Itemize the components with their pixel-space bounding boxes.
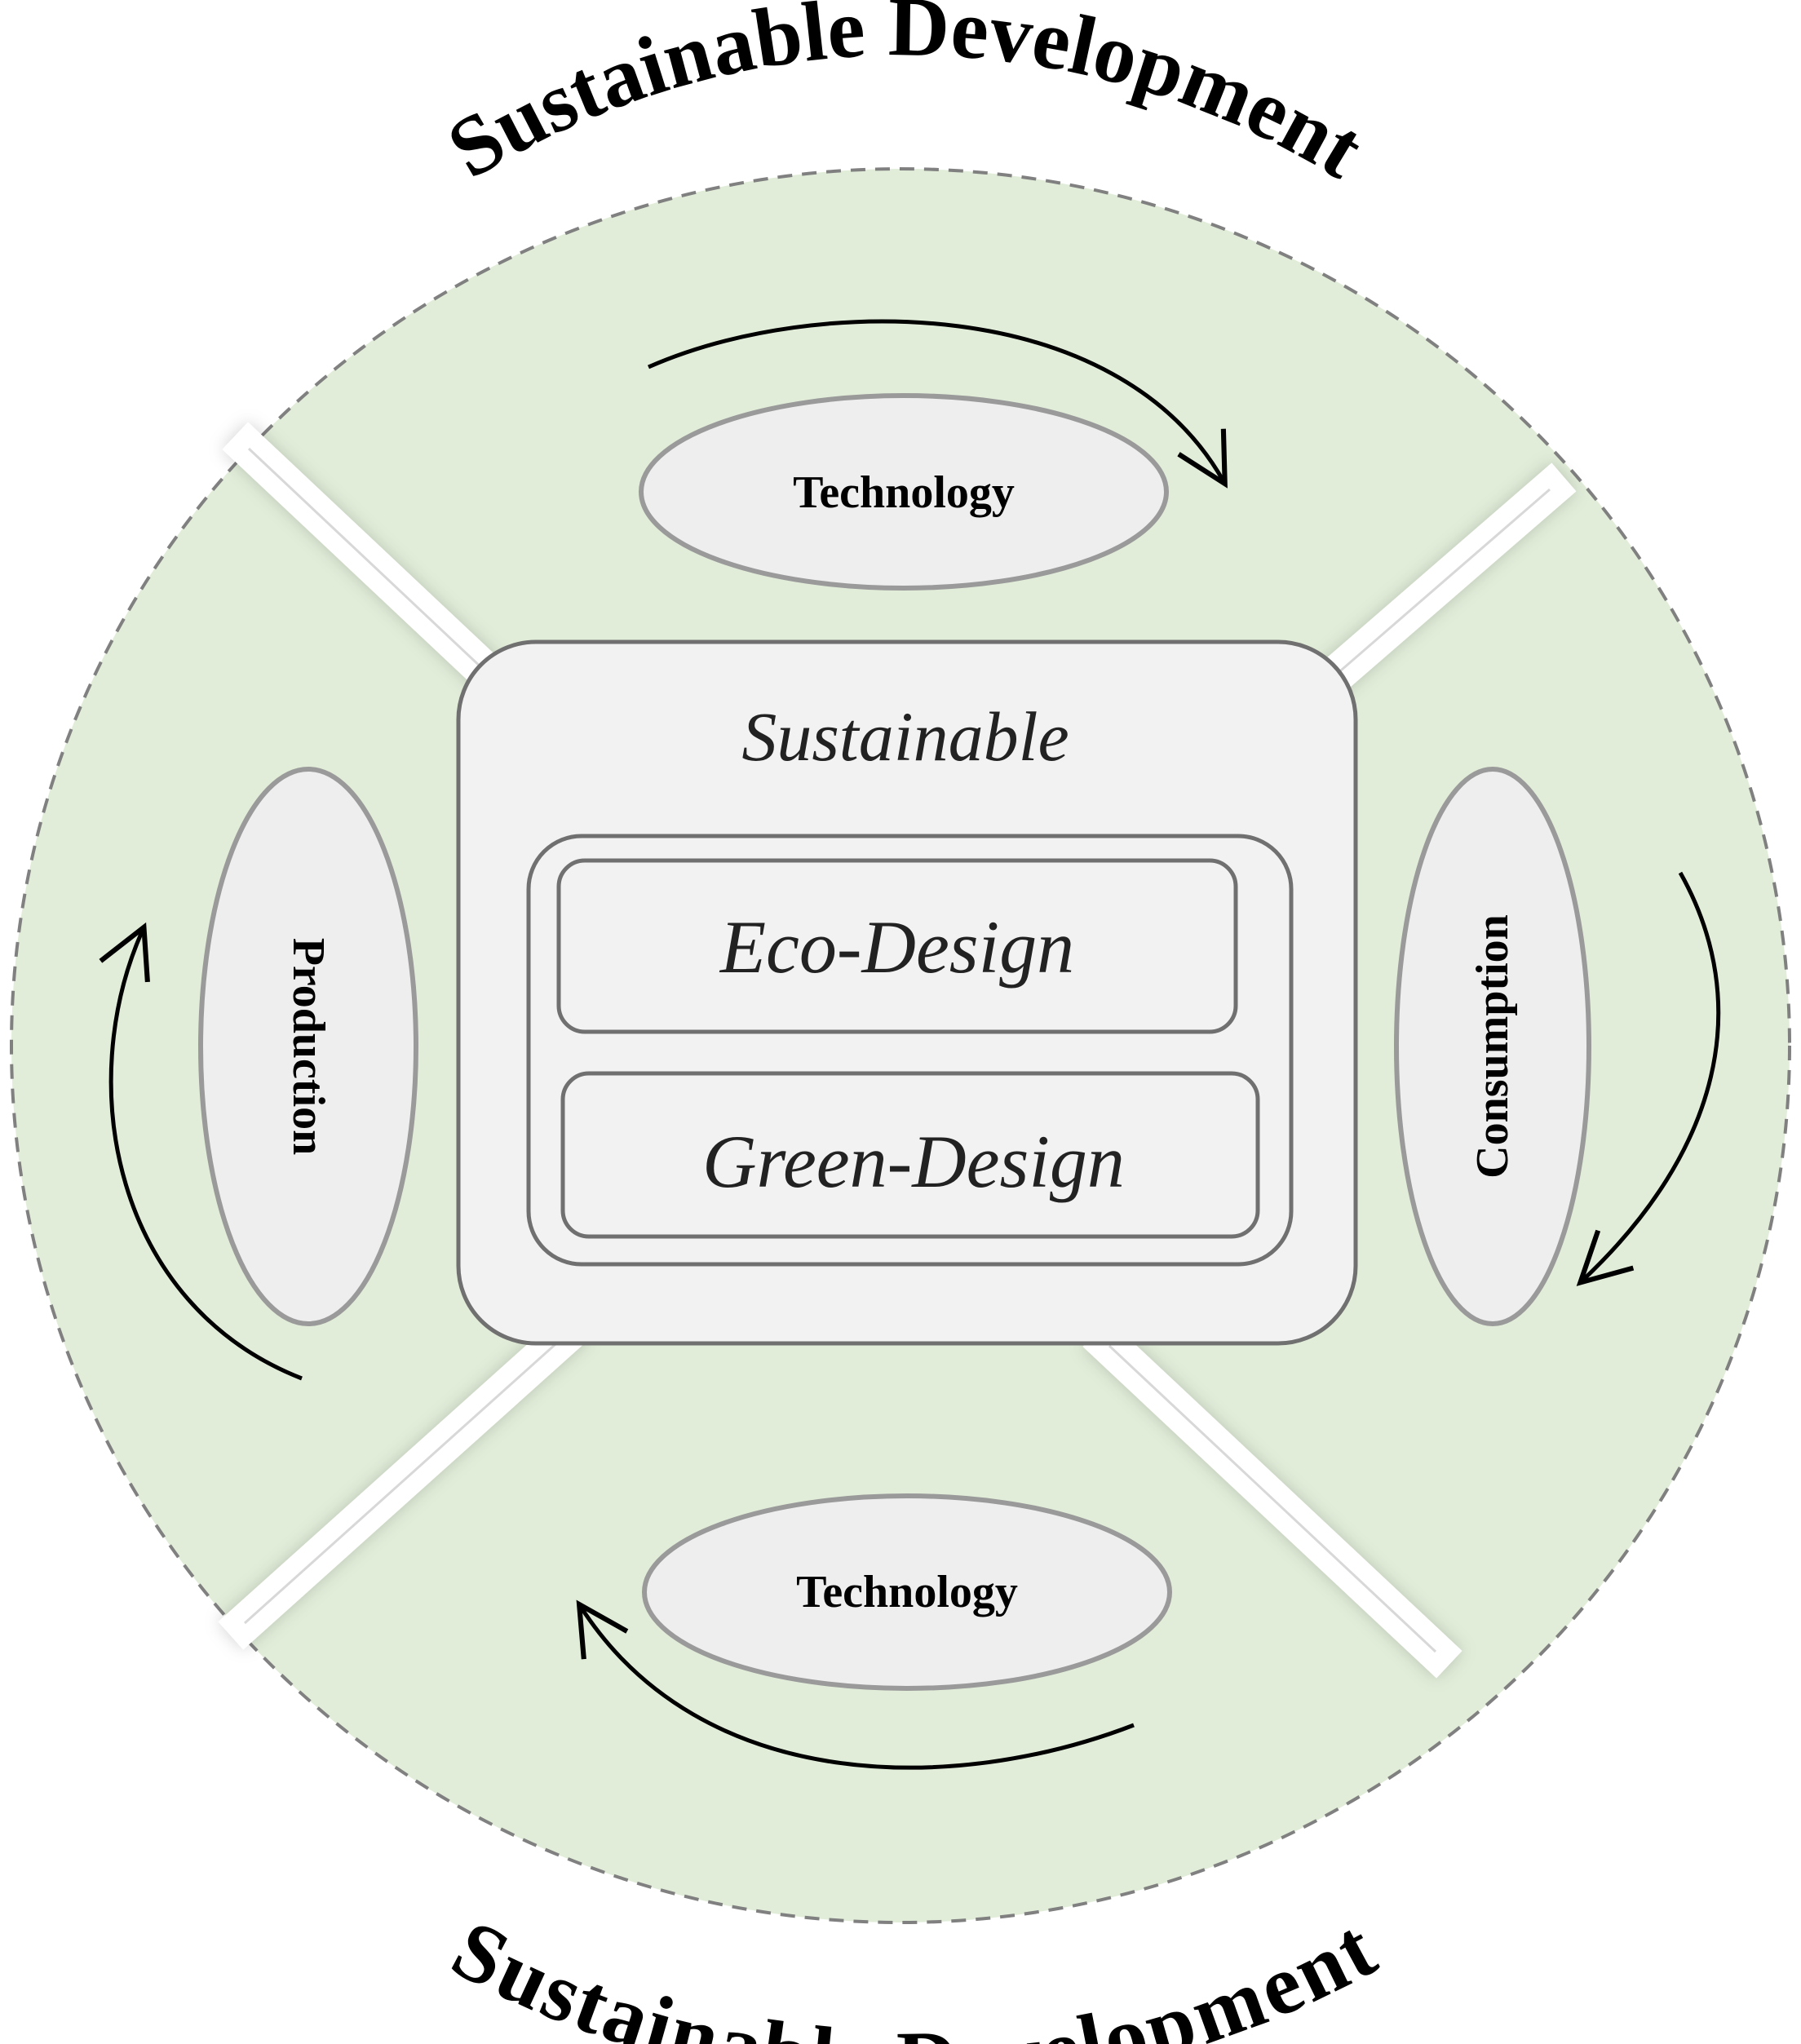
oval-production: Production — [198, 767, 418, 1326]
oval-label-consumption: Consumption — [1467, 914, 1518, 1179]
divider-bar-top-right — [1278, 462, 1577, 728]
box-green-design: Green-Design — [560, 1071, 1260, 1239]
label-green-design: Green-Design — [702, 1120, 1125, 1203]
oval-label-production: Production — [283, 938, 334, 1156]
divider-bar-bottom-right — [1082, 1319, 1462, 1679]
arrow-top — [647, 319, 1228, 489]
top-title: Sustainable Development — [432, 0, 1379, 197]
oval-consumption: Consumption — [1394, 767, 1591, 1326]
label-eco-design: Eco-Design — [719, 905, 1074, 989]
arrow-bottom — [576, 1599, 1135, 1770]
arrow-right — [1576, 871, 1721, 1286]
divider-bar-bottom-left — [218, 1311, 590, 1650]
oval-label-technology-top: Technology — [793, 467, 1015, 518]
oval-technology-top: Technology — [639, 393, 1169, 591]
oval-technology-bottom: Technology — [642, 1493, 1172, 1691]
box-eco-design: Eco-Design — [556, 858, 1238, 1034]
center-box: Sustainable Eco-Design Green-Design — [456, 639, 1358, 1346]
arrow-left — [99, 922, 303, 1381]
center-title: Sustainable — [741, 697, 1069, 776]
oval-label-technology-bottom: Technology — [796, 1567, 1018, 1617]
